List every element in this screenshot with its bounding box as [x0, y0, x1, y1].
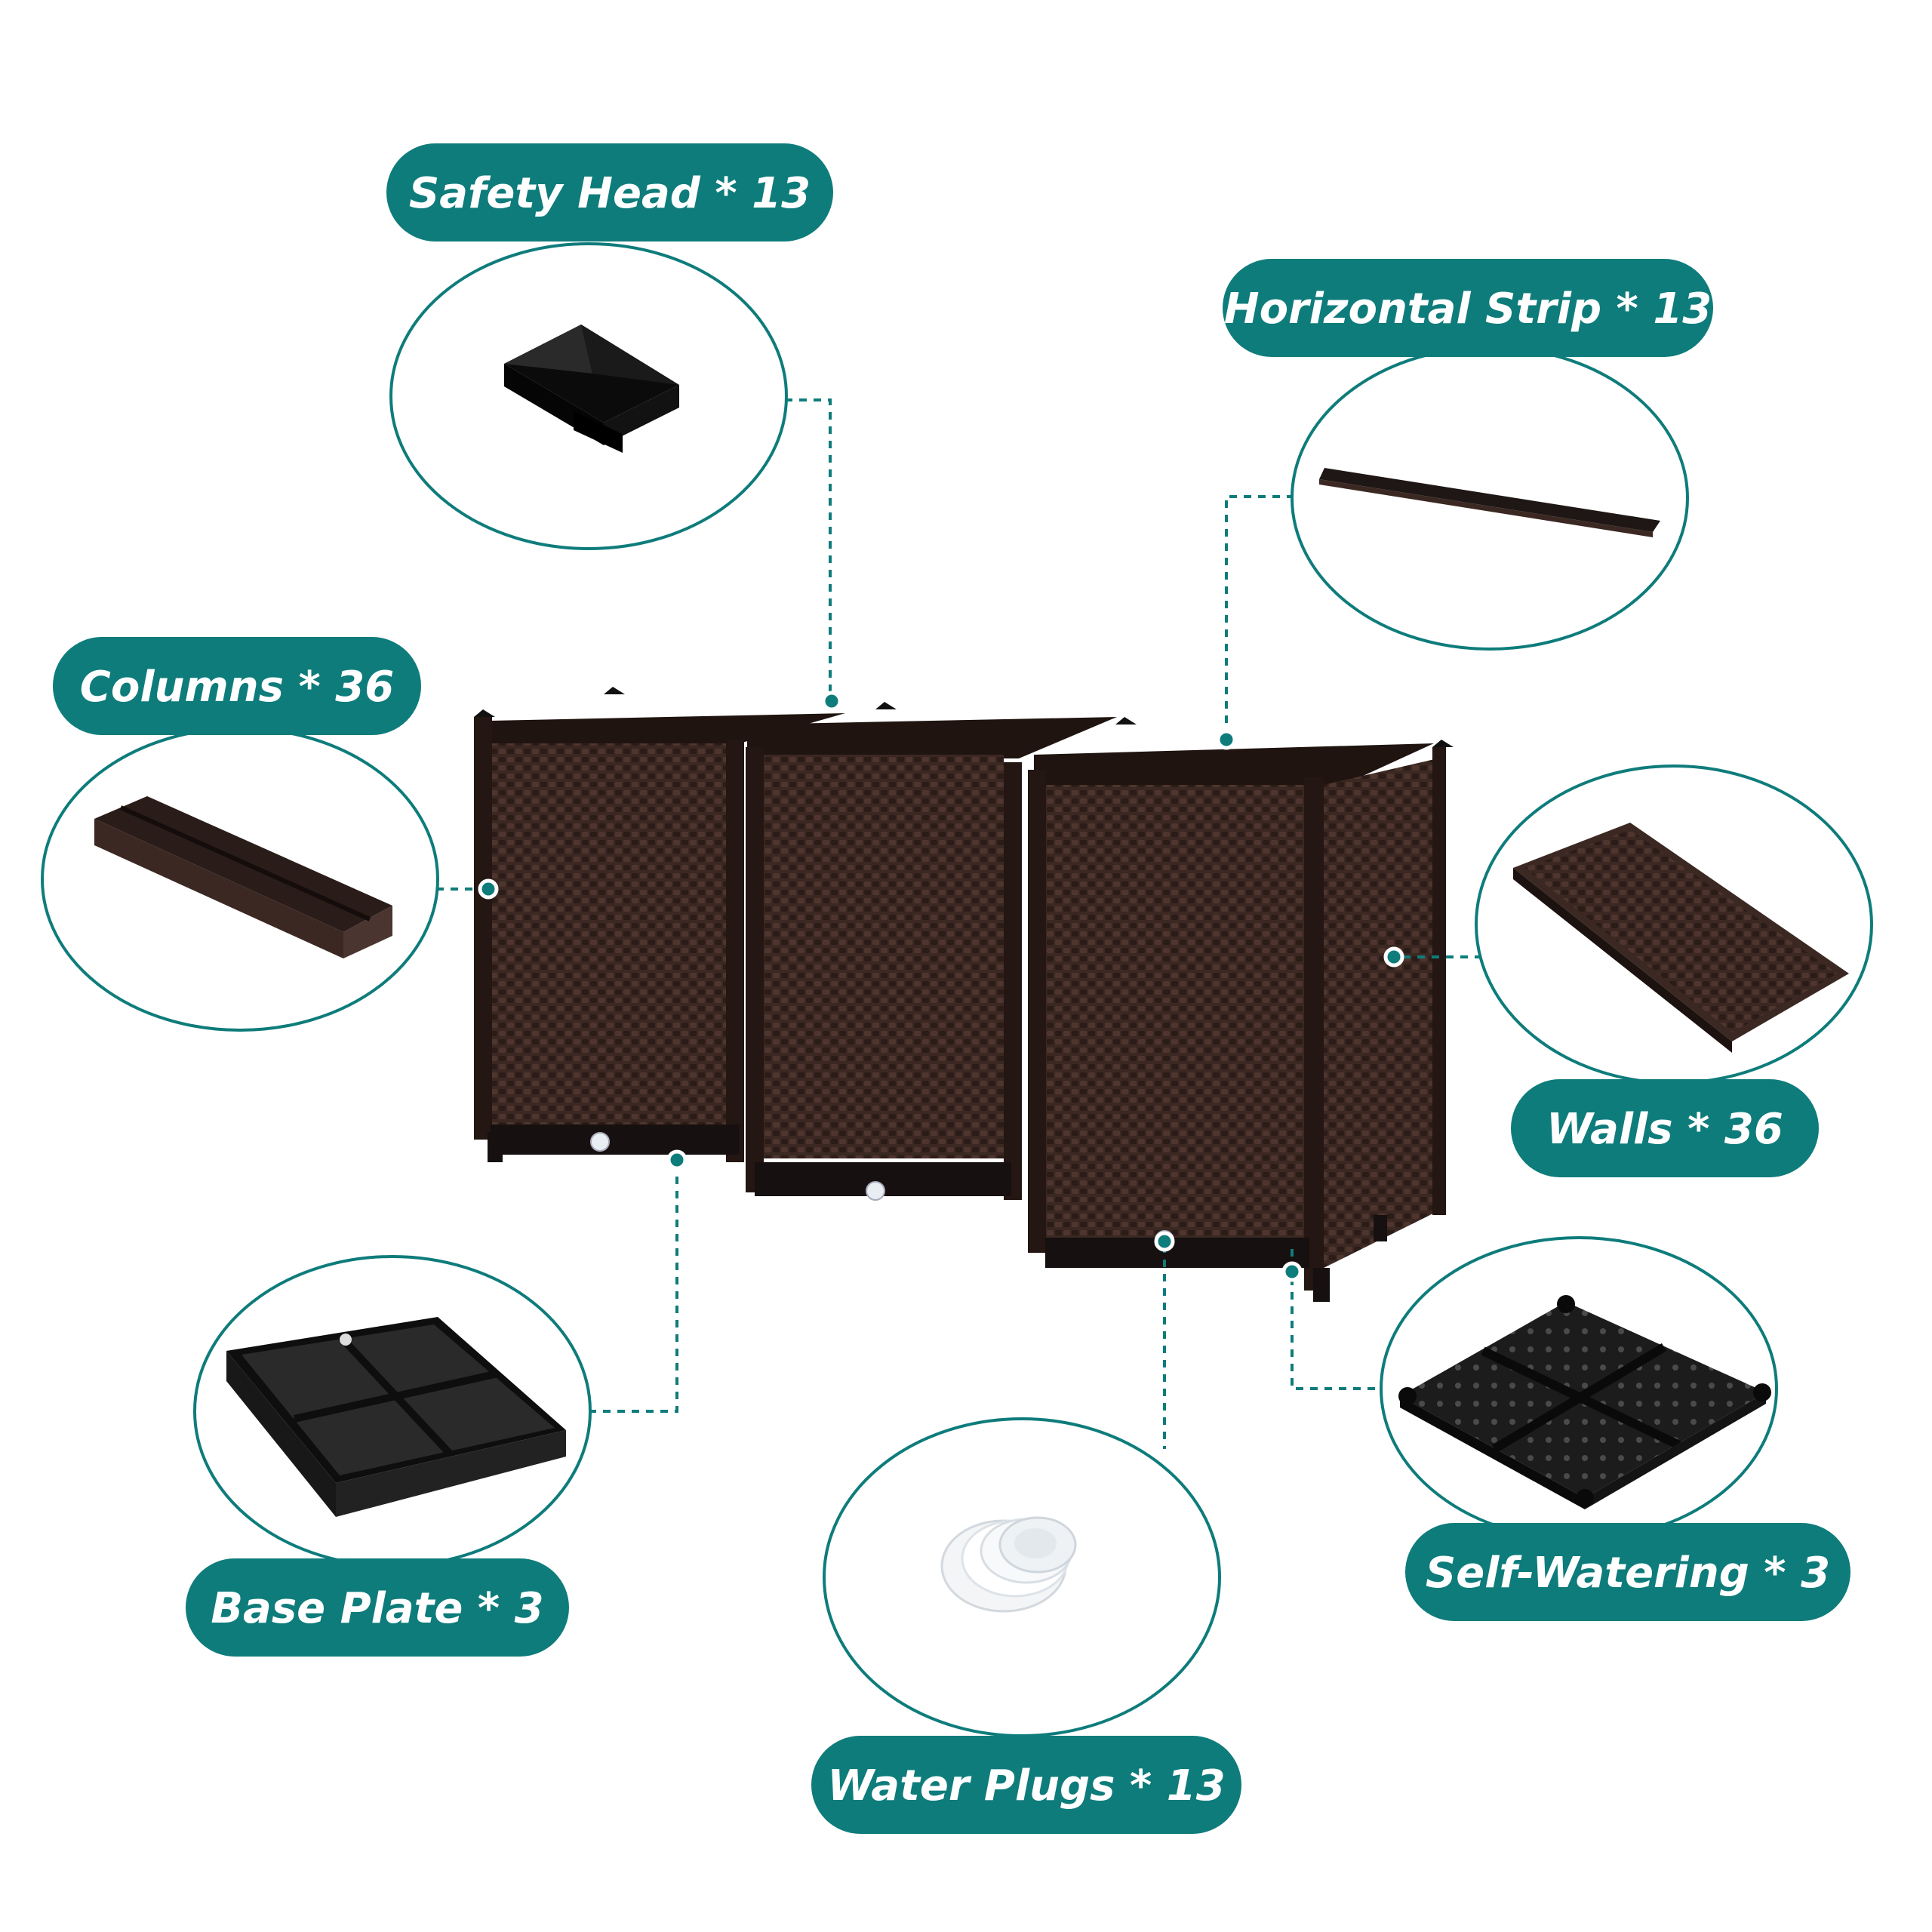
horizontal-strip-label: Horizontal Strip * 13	[1224, 285, 1712, 334]
connector-dot	[666, 1149, 688, 1171]
base-plate-label: Base Plate * 3	[211, 1584, 543, 1633]
base-plate-icon	[226, 1317, 566, 1517]
connector-dot	[821, 691, 842, 712]
column-icon	[94, 796, 392, 958]
connector-dot	[1383, 946, 1404, 968]
connector-dot	[478, 878, 499, 900]
connector-dot	[1281, 1261, 1303, 1282]
planter-product-image	[474, 687, 1454, 1302]
part-base-plate: Base Plate * 3	[186, 1255, 592, 1657]
leader-lines	[436, 398, 1479, 1449]
part-horizontal-strip: Horizontal Strip * 13	[1223, 259, 1713, 651]
leader-horizontal-strip	[1225, 495, 1294, 740]
water-plugs-label: Water Plugs * 13	[827, 1761, 1225, 1810]
leader-self-watering	[1291, 1249, 1381, 1390]
leader-base-plate	[589, 1158, 678, 1413]
walls-label: Walls * 36	[1546, 1105, 1783, 1154]
self-watering-label: Self-Watering * 3	[1426, 1549, 1830, 1598]
part-walls: Walls * 36	[1475, 764, 1873, 1177]
part-columns: Columns * 36	[41, 637, 439, 1032]
wall-panel-icon	[1513, 823, 1849, 1053]
pyramid-cap-icon	[504, 325, 679, 453]
safety-head-label: Safety Head * 13	[409, 169, 811, 218]
leader-safety-head	[785, 398, 832, 702]
columns-label: Columns * 36	[80, 663, 394, 712]
part-safety-head: Safety Head * 13	[386, 143, 833, 550]
water-plug-icon	[940, 1516, 1077, 1613]
connector-dot	[1216, 729, 1237, 750]
self-watering-tray-icon	[1398, 1295, 1771, 1509]
part-water-plugs: Water Plugs * 13	[811, 1417, 1241, 1834]
strip-icon	[1319, 468, 1660, 537]
part-self-watering: Self-Watering * 3	[1380, 1236, 1850, 1621]
connector-dot	[1154, 1231, 1175, 1252]
